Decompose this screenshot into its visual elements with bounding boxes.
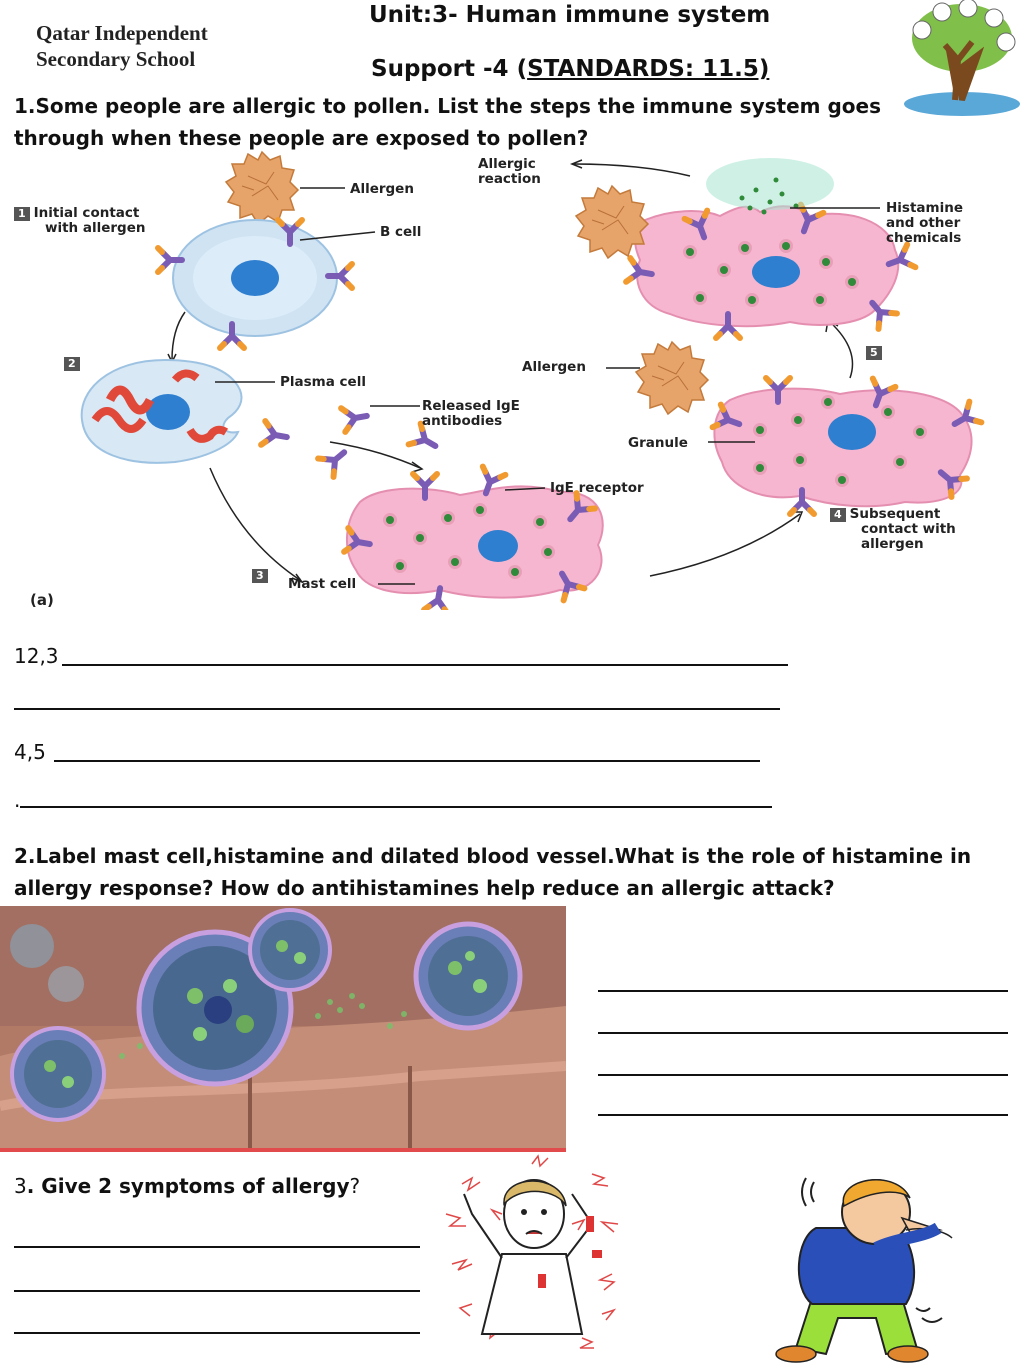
released-a: Released IgE — [422, 398, 520, 414]
q2-answer-line-2[interactable] — [598, 1032, 1008, 1034]
tree-logo-icon — [904, 0, 1020, 116]
label-plasma-cell: Plasma cell — [280, 374, 366, 390]
step3-number: 3 — [252, 569, 268, 583]
label-ige-receptor: IgE receptor — [550, 480, 644, 496]
mast-cell-photo — [0, 906, 566, 1148]
step4-b: contact with — [861, 521, 956, 537]
question1-text-line1: 1.Some people are allergic to pollen. Li… — [14, 94, 881, 118]
photo-bottom-edge — [0, 1148, 566, 1152]
q3-answer-line-3[interactable] — [14, 1332, 420, 1334]
sneezing-person-illustration — [775, 1177, 953, 1363]
step4-number: 4 — [830, 508, 846, 522]
q3-number: 3 — [14, 1174, 27, 1198]
q3-answer-line-2[interactable] — [14, 1290, 420, 1292]
answer-line-2[interactable] — [14, 708, 780, 710]
q3-answer-line-1[interactable] — [14, 1246, 420, 1248]
step1-text-b: with allergen — [45, 220, 146, 236]
label-figure-a: (a) — [30, 591, 54, 609]
step2-number: 2 — [64, 357, 80, 371]
support-standards: STANDARDS: 11.5) — [527, 56, 770, 82]
support-heading: Support -4 (STANDARDS: 11.5) — [371, 56, 769, 82]
allergic-b: reaction — [478, 171, 541, 187]
step4-a: Subsequent — [849, 506, 941, 522]
histamine-a: Histamine — [886, 200, 963, 216]
answer-line-3[interactable] — [54, 760, 760, 762]
question3-text: 3. Give 2 symptoms of allergy? — [14, 1174, 360, 1198]
label-granule: Granule — [628, 435, 688, 451]
itching-person-illustration — [445, 1154, 619, 1349]
answer-prefix-1: 12,3 — [14, 644, 59, 668]
school-name-line2: Secondary School — [36, 47, 196, 71]
step1-number: 1 — [14, 207, 30, 221]
question2-text-line2: allergy response? How do antihistamines … — [14, 876, 835, 900]
question2-text-line1: 2.Label mast cell,histamine and dilated … — [14, 844, 972, 868]
answer-prefix-3: 4,5 — [14, 740, 46, 764]
page-title: Unit:3- Human immune system — [369, 2, 771, 28]
allergic-a: Allergic — [478, 156, 536, 172]
q2-answer-line-1[interactable] — [598, 990, 1008, 992]
label-b-cell: B cell — [380, 224, 422, 240]
answer-line-1[interactable] — [62, 664, 788, 666]
question1-text-line2: through when these people are exposed to… — [14, 126, 589, 150]
label-step2: 2 — [64, 356, 84, 371]
school-name-line1: Qatar Independent — [36, 21, 208, 45]
label-step5: 5 — [866, 345, 886, 360]
support-prefix: Support -4 ( — [371, 56, 528, 82]
histamine-c: chemicals — [886, 230, 962, 246]
step5-number: 5 — [866, 346, 882, 360]
step4-c: allergen — [861, 536, 924, 552]
label-step3: 3 — [252, 568, 272, 583]
q3-end: ? — [349, 1174, 361, 1198]
allergy-diagram — [80, 151, 1024, 610]
answer-prefix-4: . — [14, 788, 21, 812]
label-allergen-top: Allergen — [350, 181, 414, 197]
q2-answer-line-3[interactable] — [598, 1074, 1008, 1076]
answer-line-4[interactable] — [20, 806, 772, 808]
histamine-b: and other — [886, 215, 961, 231]
q3-bold-text: . Give 2 symptoms of allergy — [26, 1174, 350, 1198]
label-allergen-mid: Allergen — [522, 359, 586, 375]
q2-answer-line-4[interactable] — [598, 1114, 1008, 1116]
step1-text-a: Initial contact — [33, 205, 140, 221]
released-b: antibodies — [422, 413, 503, 429]
label-mast-cell: Mast cell — [288, 576, 357, 592]
